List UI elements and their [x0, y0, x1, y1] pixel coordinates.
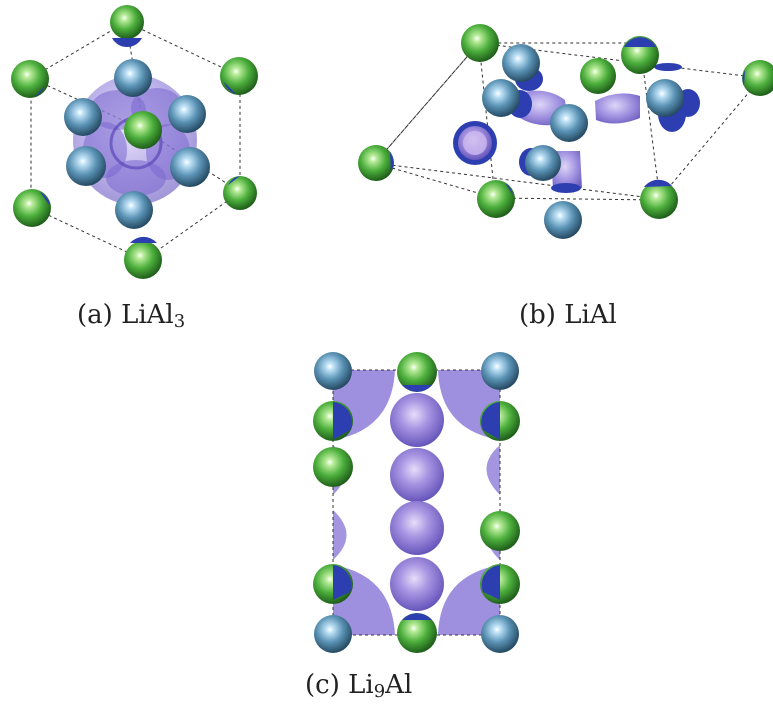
caption-c-label: (c)	[305, 670, 340, 700]
li-atom	[223, 176, 257, 210]
al-atom	[115, 191, 153, 229]
al-atom	[481, 352, 519, 390]
li-atom	[124, 241, 162, 279]
panel-b-structure	[358, 24, 773, 239]
al-atom	[314, 615, 352, 653]
caption-c: (c) Li9Al	[305, 670, 412, 702]
al-atom	[482, 79, 520, 117]
li-atom	[110, 5, 144, 39]
al-atom	[170, 147, 210, 187]
al-atom	[314, 352, 352, 390]
li-atom	[124, 111, 162, 149]
li-atom	[13, 189, 51, 227]
caption-a-subscript: 3	[173, 311, 186, 332]
panel-c-isosurface	[333, 370, 500, 635]
panel-a-structure	[11, 5, 258, 279]
panel-a-contact-caps	[35, 38, 240, 243]
li-atom	[640, 181, 678, 219]
li-atom	[580, 58, 616, 94]
li-atom	[477, 180, 515, 218]
li-atom	[480, 511, 520, 551]
al-atom	[525, 145, 561, 181]
caption-a: (a) LiAl3	[77, 300, 185, 332]
panel-c-al-atoms	[314, 352, 519, 653]
li-atom	[397, 613, 437, 653]
caption-c-subscript: 9	[373, 681, 386, 702]
panel-b-contact-caps	[390, 37, 745, 195]
al-atom	[64, 98, 102, 136]
al-atom	[550, 104, 588, 142]
caption-a-label: (a)	[77, 300, 113, 330]
caption-a-formula: LiAl	[121, 300, 174, 330]
li-atom	[358, 145, 394, 181]
panel-b-al-atoms	[482, 44, 684, 239]
al-atom	[168, 95, 206, 133]
li-atom	[742, 60, 773, 96]
li-atom	[11, 60, 49, 98]
al-atom	[66, 146, 106, 186]
li-atom	[397, 352, 437, 392]
li-atom	[313, 447, 353, 487]
caption-b-label: (b)	[519, 300, 556, 330]
caption-b: (b) LiAl	[519, 300, 617, 330]
caption-c-formula-tail: Al	[385, 670, 413, 700]
al-atom	[544, 201, 582, 239]
al-atom	[502, 44, 540, 82]
caption-c-formula: Li	[348, 670, 374, 700]
panel-a-li-atoms	[11, 5, 258, 279]
li-atom	[461, 24, 499, 62]
al-atom	[481, 615, 519, 653]
panel-a-al-atoms	[64, 59, 210, 229]
al-atom	[114, 59, 152, 97]
al-atom	[646, 79, 684, 117]
panel-c-structure	[313, 352, 520, 653]
li-atom	[220, 57, 258, 95]
caption-b-formula: LiAl	[564, 300, 617, 330]
panel-c-contact-caps	[333, 385, 500, 620]
